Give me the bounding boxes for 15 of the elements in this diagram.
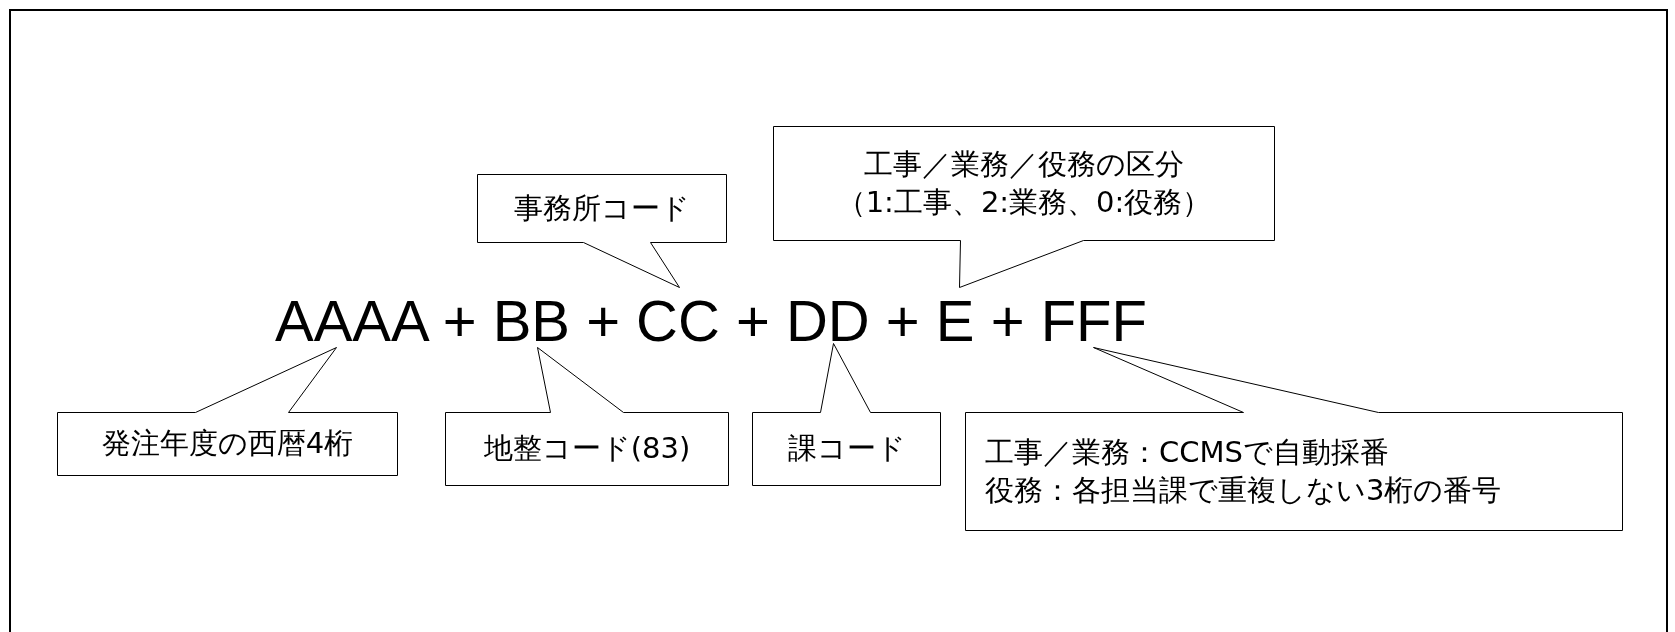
callout-text: 課コード [787, 430, 906, 468]
callout-bubble [57, 347, 398, 476]
callout-bubble [965, 347, 1623, 531]
callout-bubble [445, 347, 729, 486]
callout-bubble [773, 126, 1275, 287]
callout-bubble [752, 343, 941, 486]
code-format: AAAA + BB + CC + DD + E + FFF [275, 292, 1147, 350]
callout-text: 工事／業務／役務の区分 [864, 145, 1184, 183]
callout-text: （1:工事、2:業務、0:役務） [836, 183, 1212, 221]
callout-text: 地整コード(83) [483, 430, 691, 468]
callout-text: 役務：各担当課で重複しない3桁の番号 [985, 471, 1502, 509]
callout-bubble [477, 174, 727, 287]
callout-text: 工事／業務：CCMSで自動採番 [985, 433, 1389, 471]
callout-text: 事務所コード [514, 189, 690, 227]
callout-text: 発注年度の西暦4桁 [101, 425, 354, 463]
